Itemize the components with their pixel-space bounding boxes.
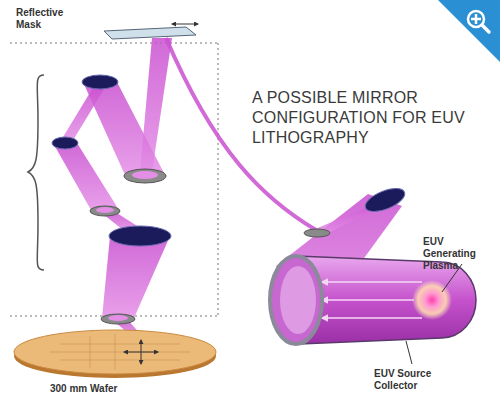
mirror [109,226,171,246]
dotted-line [218,43,219,316]
part-label: 300 mm Wafer [50,383,140,395]
mirror [52,137,78,149]
light-arrow [322,317,422,319]
magnifier-handle [482,25,489,32]
mirror [124,169,166,183]
mirror [101,314,135,324]
zoom-icon [438,0,500,62]
collector-mirror [280,266,316,334]
mirror [90,206,120,216]
mirror [362,184,408,216]
mirror-spot [108,315,128,321]
mirror [82,75,118,89]
collector-opening [270,256,322,344]
leader-line [406,341,412,364]
diagram-title: A POSSIBLE MIRROR CONFIGURATION FOR EUV … [252,88,467,148]
dotted-line [10,43,218,44]
mask-plate [104,27,196,39]
wafer [14,330,216,378]
beam [60,86,106,142]
brace [28,75,44,270]
die-grid [50,334,190,370]
mirror [304,229,330,237]
reflective-mask [104,24,198,39]
grid-line [60,360,180,361]
part-label: Reflective Mask [16,7,76,31]
grid-line [115,334,116,370]
grid-line [90,336,91,368]
zoom-corner [438,0,500,62]
plus-sign [475,14,478,24]
beam-cone [53,143,119,210]
beam-cone [102,236,170,318]
light-arrow [322,281,422,283]
grid-line [50,352,190,353]
scan-arrow [172,24,198,25]
grid-line [60,344,180,345]
mirror-spot [132,171,158,179]
light-arrow [322,299,414,301]
mirrors [52,75,171,324]
mirror-spot [96,207,114,213]
part-label: EUV Source Collector [374,368,450,392]
scan-arrow [141,340,142,364]
source-collector [270,256,476,364]
part-label: EUV Generating Plasma [423,236,497,272]
wafer-disc [14,330,216,374]
